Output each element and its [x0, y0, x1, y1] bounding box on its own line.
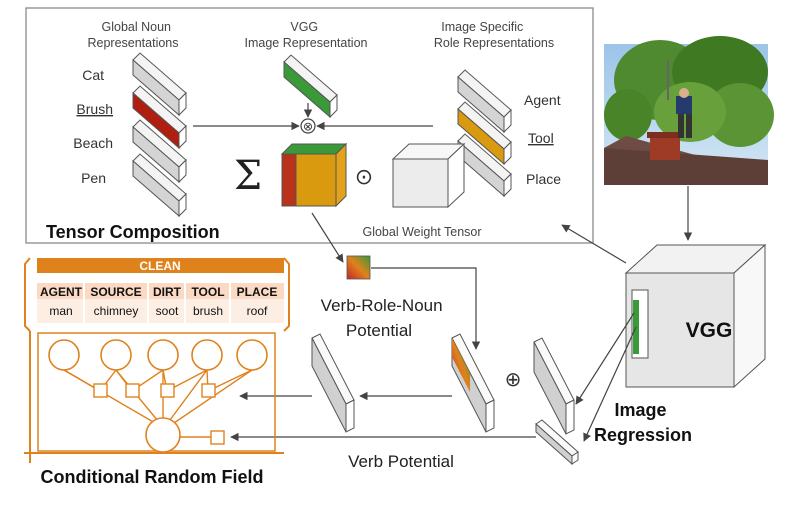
role-label-agent: Agent — [524, 92, 561, 108]
crf-node-source — [100, 339, 132, 371]
noun-vector-cat — [132, 52, 187, 117]
vgg-feature-slice — [631, 289, 649, 359]
input-photo — [604, 36, 774, 185]
role-representation-header: Image Specific Role Representations — [434, 20, 554, 50]
crf-role-header: SOURCE — [90, 285, 141, 299]
vgg-label: VGG — [686, 319, 733, 342]
crf-role-value: chimney — [94, 304, 139, 318]
role-vector-tool — [457, 101, 512, 166]
composed-tensor-cube — [280, 142, 348, 208]
crf-table: CLEAN — [37, 258, 284, 323]
role-label-tool: Tool — [528, 130, 554, 146]
crf-node-tool — [191, 339, 223, 371]
noun-vector-pen — [132, 153, 187, 218]
verb-role-noun-potential-slab — [451, 333, 495, 433]
crf-role-header: PLACE — [237, 285, 278, 299]
image-regression-label: Image Regression — [594, 400, 692, 445]
global-noun-header: Global Noun Representations — [87, 20, 178, 50]
noun-label-beach: Beach — [73, 135, 113, 151]
verb-role-noun-potential-label: Verb-Role-Noun Potential — [321, 296, 448, 340]
role-vector-agent — [457, 69, 512, 134]
noun-label-cat: Cat — [82, 67, 104, 83]
crf-value-row: man chimney soot brush roof — [49, 304, 268, 318]
crf-verb-node — [145, 417, 181, 453]
potential-square — [346, 255, 371, 280]
crf-role-header: DIRT — [153, 285, 182, 299]
noun-vector-beach — [132, 119, 187, 184]
vgg-image-header: VGG Image Representation — [245, 20, 368, 50]
crf-role-value: brush — [193, 304, 223, 318]
noun-label-pen: Pen — [81, 170, 106, 186]
crf-role-value: roof — [247, 304, 268, 318]
crf-verb-label: CLEAN — [139, 259, 180, 273]
otimes-symbol: ⊗ — [303, 120, 313, 134]
noun-label-brush: Brush — [76, 101, 113, 117]
global-weight-tensor-label: Global Weight Tensor — [362, 225, 481, 239]
crf-node-agent — [48, 339, 80, 371]
crf-role-nodes — [48, 339, 268, 371]
crf-title: Conditional Random Field — [41, 467, 264, 487]
verb-potential-label: Verb Potential — [348, 452, 454, 471]
role-label-place: Place — [526, 171, 561, 187]
tensor-product-op — [300, 118, 316, 134]
crf-role-header-row: AGENT SOURCE DIRT TOOL PLACE — [40, 285, 277, 299]
crf-factors — [93, 383, 225, 445]
oplus-symbol: ⊕ — [505, 367, 522, 391]
global-weight-tensor-cube — [391, 142, 466, 209]
crf-role-value: man — [49, 304, 72, 318]
verb-regression-slab — [535, 419, 579, 466]
vgg-network-cube — [624, 243, 767, 389]
crf-role-value: soot — [156, 304, 179, 318]
crf-potential-slab — [311, 333, 355, 433]
crf-node-place — [236, 339, 268, 371]
odot-symbol: ⊙ — [355, 165, 373, 190]
noun-vector-brush — [132, 85, 187, 150]
crf-role-header: AGENT — [40, 285, 83, 299]
crf-node-dirt — [147, 339, 179, 371]
crf-bracket-right — [283, 257, 290, 332]
role-regression-slab — [533, 337, 575, 435]
sum-symbol: Σ — [234, 153, 262, 199]
crf-bracket-left — [24, 257, 284, 463]
crf-role-header: TOOL — [191, 285, 224, 299]
vgg-image-vector — [283, 54, 338, 119]
tensor-composition-title: Tensor Composition — [46, 222, 220, 242]
